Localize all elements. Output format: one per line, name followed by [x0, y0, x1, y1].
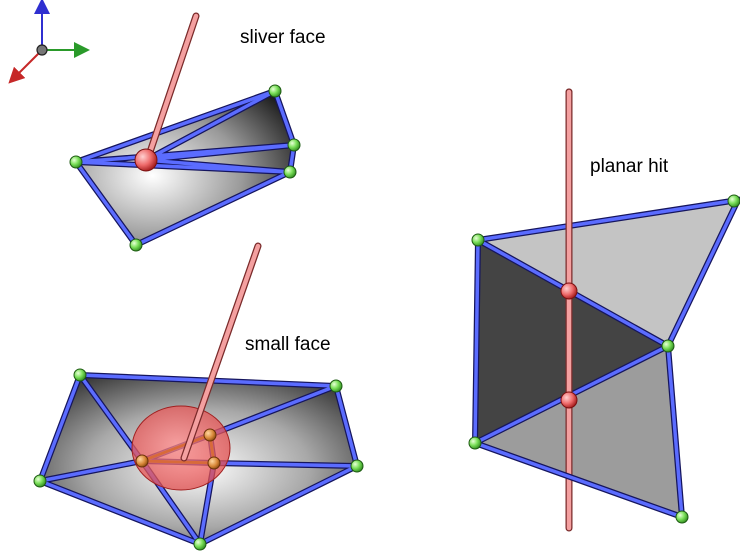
- hit-region: [132, 406, 230, 490]
- sliver-face-mesh: [70, 16, 300, 251]
- planar-hit-label: planar hit: [590, 156, 669, 177]
- small-face-mesh: [34, 246, 363, 550]
- hit-point: [561, 283, 577, 299]
- hit-point: [561, 392, 577, 408]
- small-face-label: small face: [245, 334, 331, 355]
- xyz-axis-triad-icon: [14, 6, 82, 78]
- sliver-face-label: sliver face: [240, 27, 326, 48]
- hit-point: [135, 149, 157, 171]
